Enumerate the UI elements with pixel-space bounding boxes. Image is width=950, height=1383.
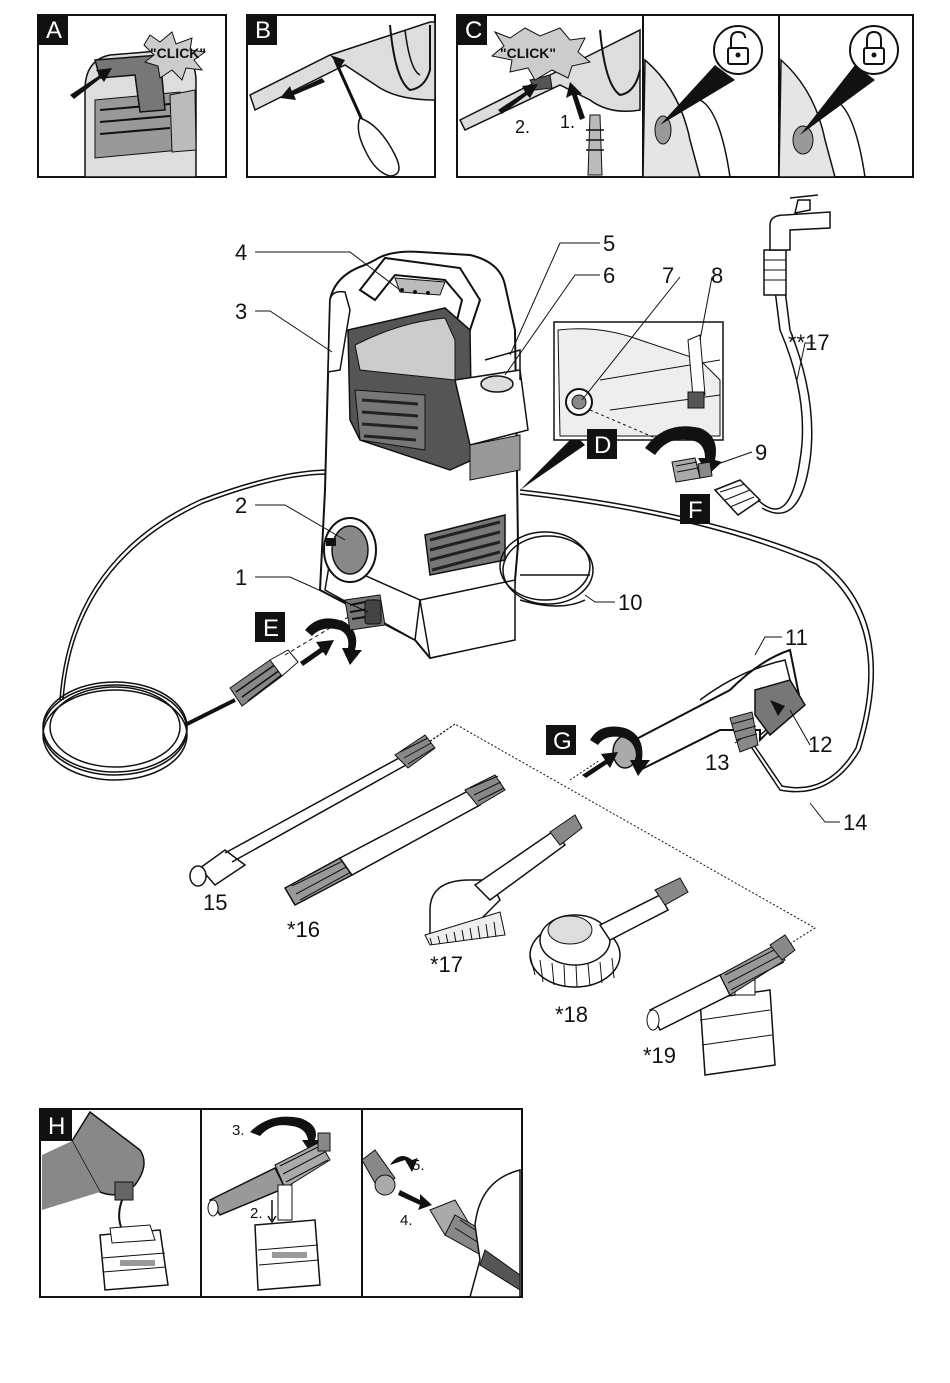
label-6: 6 xyxy=(603,263,615,288)
label-19: *19 xyxy=(643,1043,676,1068)
label-9: 9 xyxy=(755,440,767,465)
water-tap-icon xyxy=(770,212,830,250)
label-18: *18 xyxy=(555,1002,588,1027)
panel-c-click: "CLICK" xyxy=(500,45,556,61)
label-14: 14 xyxy=(843,810,867,835)
panel-e-letter: E xyxy=(263,615,279,642)
panel-d-letter: D xyxy=(594,432,611,459)
label-2: 2 xyxy=(235,493,247,518)
label-15: 15 xyxy=(203,890,227,915)
label-3: 3 xyxy=(235,299,247,324)
label-1: 1 xyxy=(235,565,247,590)
panel-c-step2: 2. xyxy=(515,117,530,137)
label-10: 10 xyxy=(618,590,642,615)
panel-h-step2: 2. xyxy=(250,1205,263,1222)
panel-a-click: "CLICK" xyxy=(150,45,206,61)
panel-c: C "CLICK" 2. 1. xyxy=(457,15,913,177)
arrow-icon xyxy=(300,640,334,666)
label-12: 12 xyxy=(808,732,832,757)
panel-c-letter: C xyxy=(465,17,482,44)
label-16: *16 xyxy=(287,917,320,942)
label-17: *17 xyxy=(430,952,463,977)
label-7: 7 xyxy=(662,263,674,288)
panel-a-letter: A xyxy=(46,17,62,44)
label-5: 5 xyxy=(603,231,615,256)
panel-h: H 3. 2. 5. 4. xyxy=(40,1109,522,1297)
panel-b-letter: B xyxy=(255,17,271,44)
panel-h-letter: H xyxy=(48,1113,65,1140)
label-8: 8 xyxy=(711,263,723,288)
panel-h-step5: 5. xyxy=(412,1157,425,1174)
pressure-washer-main: D F E G xyxy=(43,195,873,1075)
panel-b: B xyxy=(247,15,435,177)
label-4: 4 xyxy=(235,240,247,265)
panel-g-letter: G xyxy=(553,728,572,755)
label-17b: **17 xyxy=(788,330,830,355)
panel-f-letter: F xyxy=(688,497,703,524)
panel-a: A "CLICK" xyxy=(38,15,226,177)
panel-h-step3: 3. xyxy=(232,1122,245,1139)
arrow-icon xyxy=(582,752,618,778)
panel-h-step4: 4. xyxy=(400,1212,413,1229)
panel-c-step1: 1. xyxy=(560,112,575,132)
label-13: 13 xyxy=(705,750,729,775)
label-11: 11 xyxy=(785,625,808,650)
